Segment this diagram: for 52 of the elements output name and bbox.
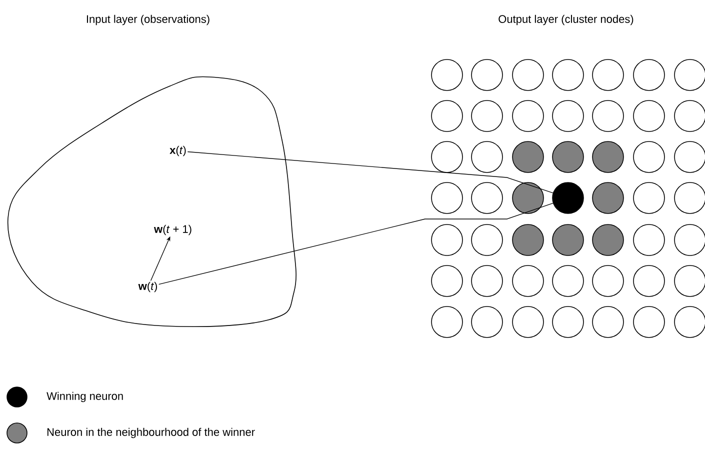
neuron-circle xyxy=(512,59,544,91)
connector-line xyxy=(187,151,554,194)
neuron-circle xyxy=(431,59,463,91)
neuron-circle xyxy=(592,141,624,173)
math-label: w(t + 1) xyxy=(154,224,192,236)
neuron-circle xyxy=(633,224,665,256)
neuron-circle xyxy=(552,141,584,173)
neuron-circle xyxy=(471,100,503,132)
neuron-circle xyxy=(592,306,624,338)
neuron-circle xyxy=(431,224,463,256)
neuron-circle xyxy=(633,100,665,132)
neuron-circle xyxy=(552,306,584,338)
neuron-circle xyxy=(471,306,503,338)
neuron-circle xyxy=(471,59,503,91)
input-space-blob xyxy=(7,76,296,328)
neuron-circle xyxy=(512,100,544,132)
neuron-circle xyxy=(431,100,463,132)
neuron-circle xyxy=(592,224,624,256)
neuron-circle xyxy=(552,182,584,214)
neuron-circle xyxy=(633,306,665,338)
neuron-circle xyxy=(431,265,463,297)
neuron-circle xyxy=(633,141,665,173)
neuron-circle xyxy=(471,182,503,214)
neuron-circle xyxy=(633,182,665,214)
neuron-circle xyxy=(512,306,544,338)
neuron-circle xyxy=(552,59,584,91)
layer-heading: Output layer (cluster nodes) xyxy=(498,14,634,26)
neuron-circle xyxy=(552,224,584,256)
neuron-circle xyxy=(512,182,544,214)
legend-label: Winning neuron xyxy=(46,392,123,402)
neuron-circle xyxy=(633,59,665,91)
neuron-circle xyxy=(633,265,665,297)
layer-heading: Input layer (observations) xyxy=(86,14,210,26)
neuron-circle xyxy=(512,141,544,173)
neuron-circle xyxy=(592,265,624,297)
math-label: w(t) xyxy=(138,282,157,292)
neuron-circle xyxy=(431,306,463,338)
legend-label: Neuron in the neighbourhood of the winner xyxy=(47,428,255,438)
neuron-circle xyxy=(592,100,624,132)
neuron-circle xyxy=(471,141,503,173)
neuron-circle xyxy=(592,59,624,91)
neuron-circle xyxy=(512,224,544,256)
math-label: x(t) xyxy=(170,146,186,156)
neuron-circle xyxy=(431,182,463,214)
neuron-circle xyxy=(552,265,584,297)
neuron-circle xyxy=(512,265,544,297)
neuron-circle xyxy=(592,182,624,214)
neuron-circle xyxy=(471,265,503,297)
neuron-circle xyxy=(552,100,584,132)
connector-line xyxy=(158,202,554,285)
neuron-circle xyxy=(431,141,463,173)
neuron-circle xyxy=(471,224,503,256)
